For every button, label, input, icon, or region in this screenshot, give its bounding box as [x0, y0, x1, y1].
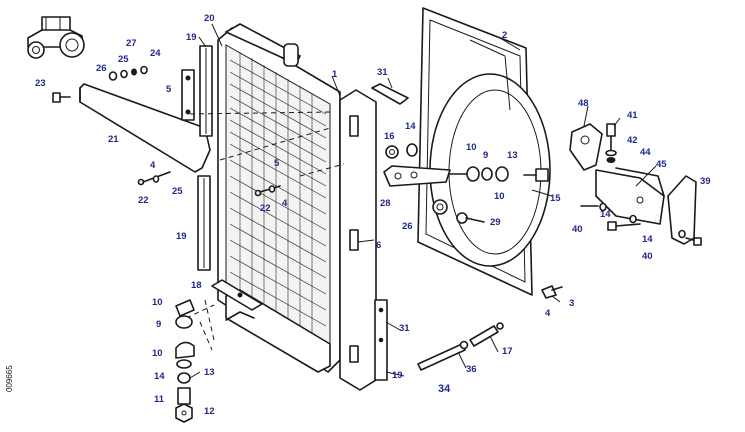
part-label: 1: [332, 69, 338, 80]
part-label: 36: [466, 364, 477, 375]
bolt-icon: [449, 168, 549, 182]
part-label: 9: [156, 319, 161, 330]
part-label: 48: [578, 98, 589, 109]
part-label: 44: [640, 147, 651, 158]
part-label: 2: [502, 30, 507, 41]
part-label: 10: [466, 142, 477, 153]
part-label: 19: [186, 32, 197, 43]
part-label: 27: [126, 38, 137, 49]
part-label: 13: [507, 150, 518, 161]
seal-strip: [199, 45, 213, 137]
radiator-core: [217, 23, 341, 373]
part-label: 29: [490, 217, 501, 228]
bottom-bracket: [211, 279, 263, 311]
bolt-icon: [678, 229, 702, 246]
part-label: 4: [545, 308, 551, 319]
part-label: 5: [274, 158, 280, 169]
mounting-bracket: [181, 69, 195, 121]
part-label: 31: [399, 323, 410, 334]
part-label: 24: [150, 48, 161, 59]
part-label: 3: [569, 298, 574, 309]
bolt-icon: [580, 202, 607, 212]
part-label: 31: [377, 67, 388, 78]
washer-icon: [432, 199, 448, 215]
part-label: 15: [550, 193, 561, 204]
screw-icon: [137, 171, 171, 186]
part-label: 19: [392, 370, 403, 381]
part-label: 18: [191, 280, 202, 291]
seal-strip: [197, 175, 211, 271]
bolt-icon: [606, 123, 616, 151]
part-label: 22: [260, 203, 271, 214]
bracket-28: [383, 165, 451, 187]
part-label: 25: [172, 186, 183, 197]
part-label: 14: [405, 121, 416, 132]
nut-icon: [466, 166, 509, 182]
part-label: 21: [108, 134, 119, 145]
seal-strip: [374, 299, 388, 381]
part-label: 9: [483, 150, 488, 161]
part-label: 34: [438, 383, 451, 395]
hose-connector: [469, 322, 504, 347]
part-label: 40: [642, 251, 653, 262]
part-label: 6: [376, 240, 381, 251]
part-label: 17: [502, 346, 513, 357]
part-label: 45: [656, 159, 667, 170]
part-label: 4: [150, 160, 156, 171]
part-label: 14: [600, 209, 611, 220]
part-label: 19: [176, 231, 187, 242]
part-label: 4: [282, 198, 288, 209]
pipe-icon: [417, 340, 469, 371]
washer-stack: [605, 149, 617, 163]
part-label: 5: [166, 84, 172, 95]
mounting-bracket: [371, 83, 409, 105]
part-label: 23: [35, 78, 46, 89]
washer-stack: [108, 65, 148, 81]
illustration-code: 009665: [5, 365, 14, 392]
part-label: 14: [154, 371, 165, 382]
part-label: 41: [627, 110, 638, 121]
screw-icon: [254, 185, 281, 197]
part-label: 28: [380, 198, 391, 209]
bolt-icon: [607, 214, 641, 231]
part-label: 11: [154, 394, 165, 405]
part-label: 10: [494, 191, 505, 202]
part-labels: 20 19 2 1 31 27 24 25 26 23 5 21 4 25 22…: [35, 13, 711, 417]
part-label: 10: [152, 348, 163, 359]
part-label: 40: [572, 224, 583, 235]
part-label: 20: [204, 13, 215, 24]
coupling-part: [385, 143, 418, 159]
part-label: 26: [402, 221, 413, 232]
part-label: 25: [118, 54, 129, 65]
part-label: 22: [138, 195, 149, 206]
part-label: 16: [384, 131, 395, 142]
part-label: 42: [627, 135, 638, 146]
part-label: 39: [700, 176, 711, 187]
part-label: 10: [152, 297, 163, 308]
screw-icon: [541, 285, 563, 299]
bolt-icon: [456, 212, 485, 224]
tractor-icon: [27, 16, 85, 59]
leader-lines: [189, 23, 657, 379]
part-label: 12: [204, 406, 215, 417]
part-label: 26: [96, 63, 107, 74]
bolt-icon: [52, 92, 71, 103]
support-bracket: [569, 123, 665, 225]
mount-stack: [175, 299, 195, 423]
part-label: 13: [204, 367, 215, 378]
part-label: 14: [642, 234, 653, 245]
